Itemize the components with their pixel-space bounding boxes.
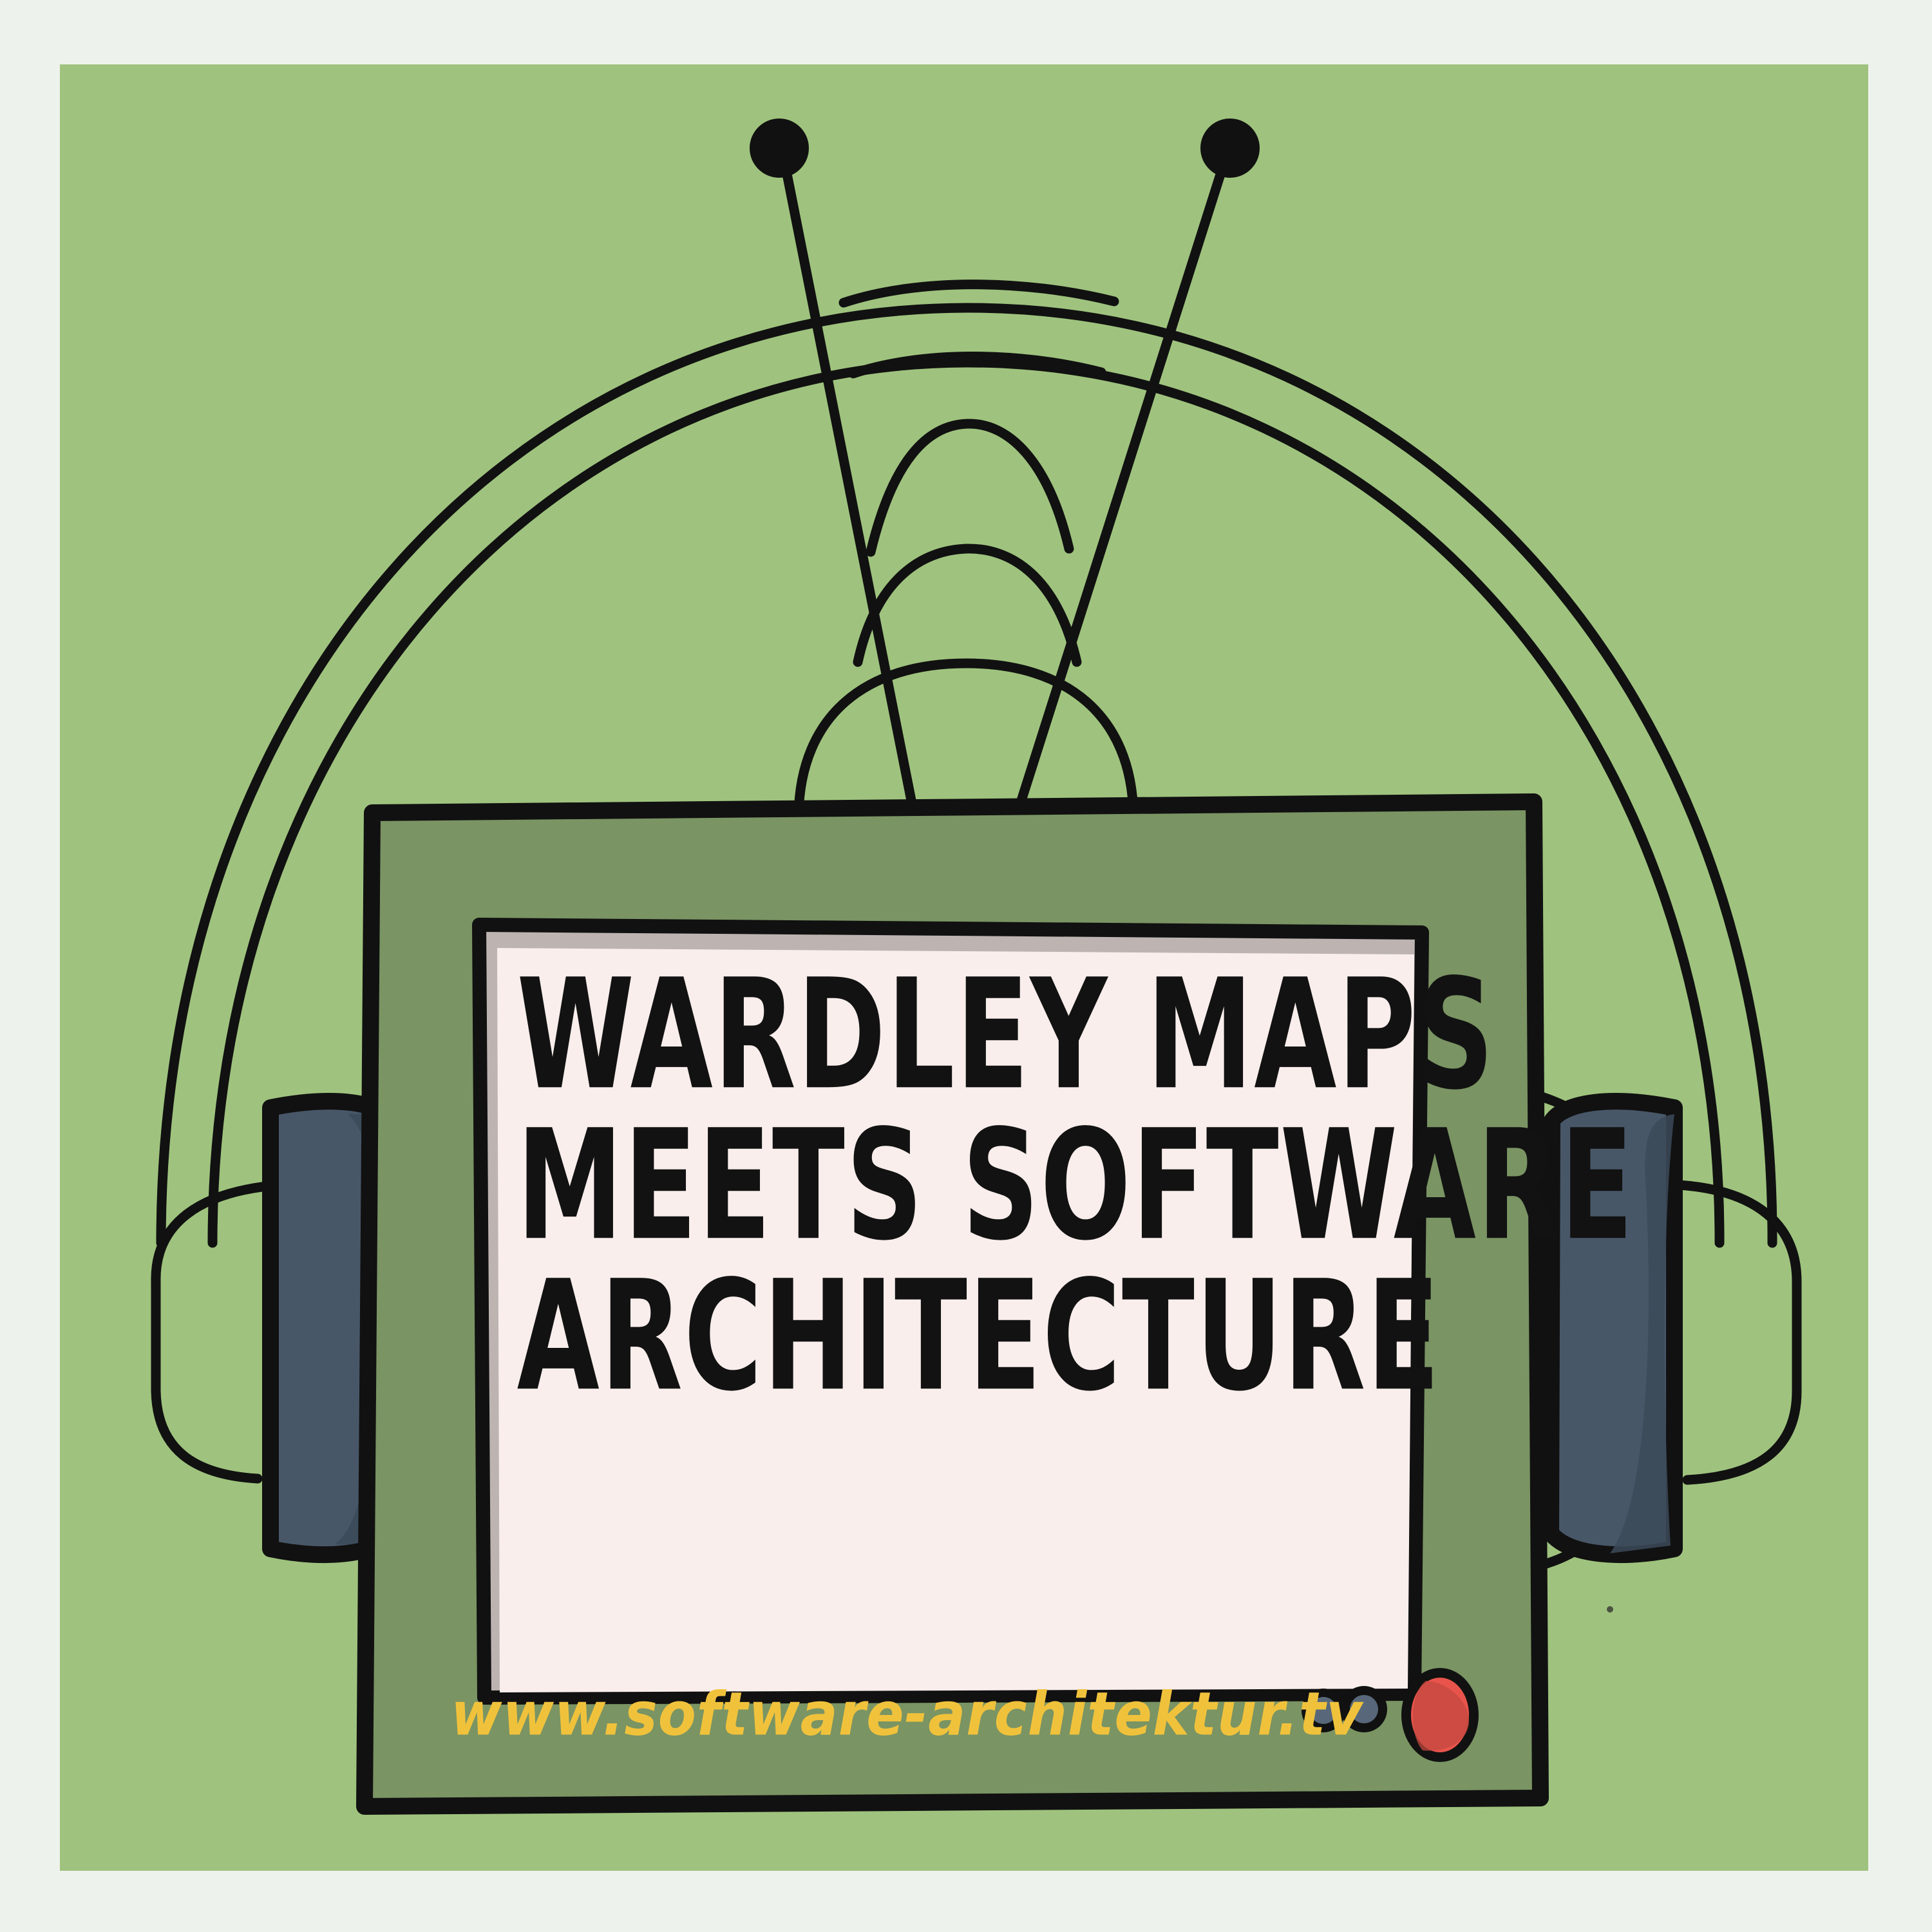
tv-controls — [1302, 1668, 1479, 1762]
signal-wave-arc-1 — [853, 544, 1082, 667]
headphone-band — [156, 303, 1777, 1248]
earcup-right-shadow — [1610, 1114, 1674, 1553]
signal-wave-arc-3 — [848, 352, 1106, 379]
ink-speck — [1607, 1606, 1613, 1613]
headphone-left-bracket — [151, 1180, 285, 1484]
headphone-band-outer-line — [156, 303, 1777, 1248]
antenna-left — [750, 118, 920, 822]
antenna-right — [1011, 118, 1260, 822]
artwork-group — [151, 118, 1802, 1815]
small-knob-2[interactable] — [1350, 1695, 1378, 1723]
headphone-band-inner-line — [207, 357, 1725, 1248]
antenna-left-rod — [779, 156, 920, 822]
signal-wave-arc-2 — [866, 419, 1074, 557]
antenna-left-tip — [750, 118, 809, 178]
small-knob-1[interactable] — [1310, 1697, 1337, 1724]
signal-waves — [838, 279, 1119, 667]
head-dome — [793, 658, 1139, 820]
antenna-right-rod — [1011, 157, 1229, 822]
signal-wave-arc-4 — [838, 279, 1119, 308]
headphone-right-bracket — [1674, 1180, 1802, 1485]
antenna-right-tip — [1200, 118, 1260, 178]
earcup-right — [1542, 1093, 1683, 1564]
power-button-shadow — [1412, 1681, 1469, 1751]
tv-screen-surface — [497, 948, 1414, 1692]
